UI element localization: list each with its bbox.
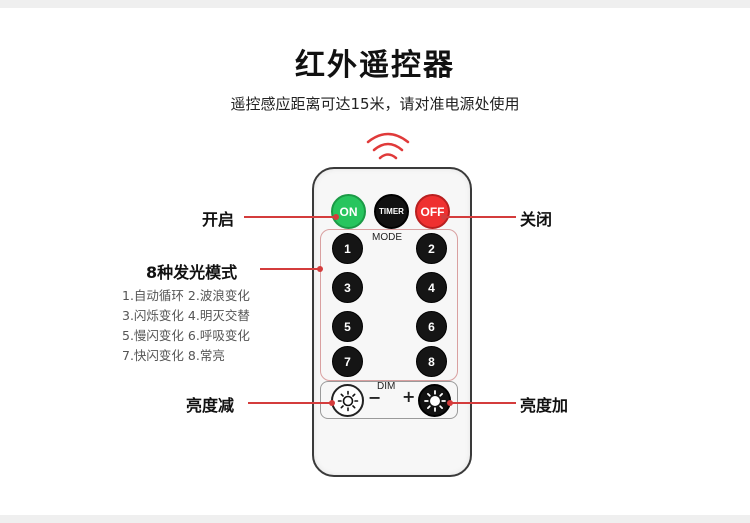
page-title: 红外遥控器 [295,48,455,83]
signal-waves-icon [366,132,410,160]
on-callout-line [244,216,336,218]
plus-label: + [402,387,416,406]
off-callout-label: 关闭 [520,210,553,229]
minus-label: − [368,388,382,407]
mode-button-3[interactable]: 3 [332,272,363,303]
mode-button-6[interactable]: 6 [416,311,447,342]
mode-button-1[interactable]: 1 [332,233,363,264]
sun-filled-icon [423,389,446,412]
modes-callout-dot [317,266,323,272]
off-callout-line [444,216,516,218]
dim-up-callout-line [450,402,516,404]
mode-button-4[interactable]: 4 [416,272,447,303]
mode-button-8[interactable]: 8 [416,346,447,377]
mode-list-item: 7.快闪变化 8.常亮 [122,348,225,363]
mode-label: MODE [372,232,402,243]
timer-button[interactable]: TIMER [374,194,409,229]
dim-label: DIM [377,381,396,392]
mode-list-item: 5.慢闪变化 6.呼吸变化 [122,328,250,343]
dim-down-callout-label: 亮度减 [186,396,235,415]
on-callout-dot [333,214,339,220]
mode-button-group [320,229,458,381]
modes-callout-label: 8种发光模式 [146,263,238,282]
dim-down-callout-line [248,402,332,404]
top-band [0,0,750,8]
brightness-down-button[interactable] [331,384,364,417]
mode-button-2[interactable]: 2 [416,233,447,264]
off-button[interactable]: OFF [415,194,450,229]
sun-outline-icon [337,390,358,411]
modes-callout-line [260,268,320,270]
on-callout-label: 开启 [202,210,235,229]
page-subtitle: 遥控感应距离可达15米，请对准电源处使用 [230,95,520,113]
dim-down-callout-dot [329,400,335,406]
mode-list: 1.自动循环 2.波浪变化 3.闪烁变化 4.明灭交替 5.慢闪变化 6.呼吸变… [122,286,250,366]
brightness-up-button[interactable] [418,384,451,417]
on-button[interactable]: ON [331,194,366,229]
bottom-band [0,515,750,523]
mode-list-item: 3.闪烁变化 4.明灭交替 [122,308,250,323]
mode-list-item: 1.自动循环 2.波浪变化 [122,288,250,303]
dim-up-callout-label: 亮度加 [520,396,569,415]
mode-button-5[interactable]: 5 [332,311,363,342]
mode-button-7[interactable]: 7 [332,346,363,377]
dim-button-group [320,381,458,419]
